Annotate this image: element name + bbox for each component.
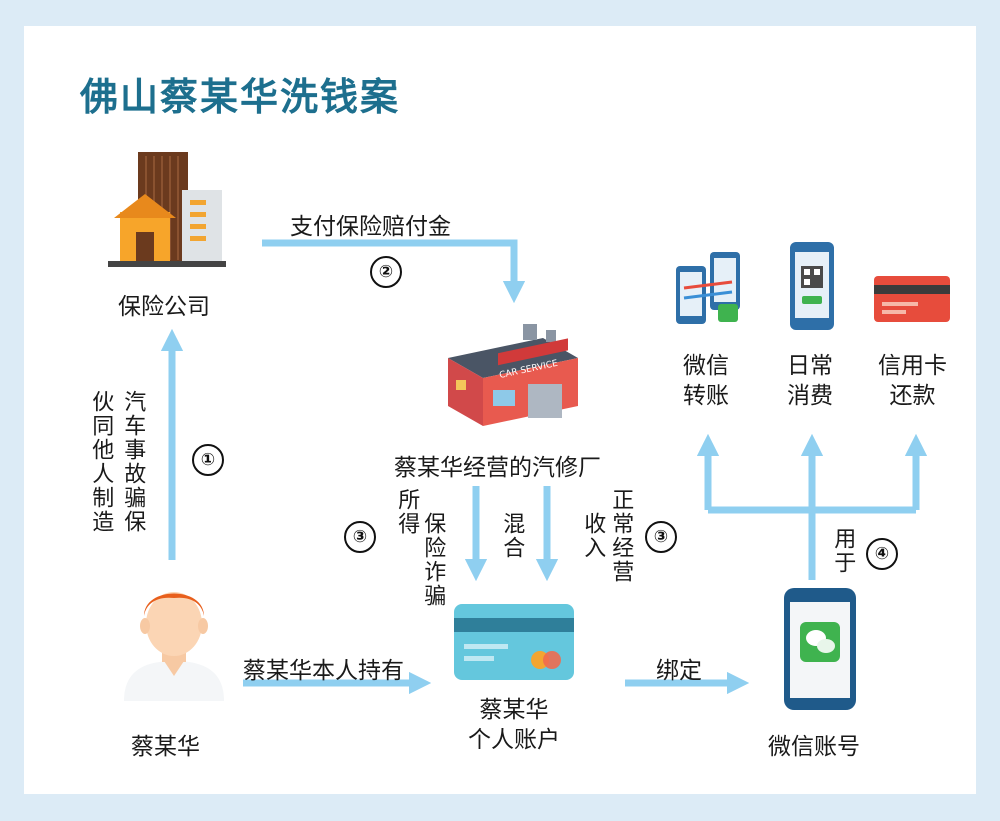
arrow-insurance-garage bbox=[262, 239, 526, 304]
car-service-garage-icon: CAR SERVICE bbox=[448, 324, 578, 426]
step-2-marker: ② bbox=[370, 256, 402, 288]
credit-card-icon bbox=[874, 276, 950, 322]
insurance-building-icon bbox=[108, 152, 226, 267]
step-1-marker: ① bbox=[192, 444, 224, 476]
bank-card-icon bbox=[454, 604, 574, 680]
card-label-line2: 还款 bbox=[889, 382, 936, 409]
bind-label: 绑定 bbox=[656, 658, 702, 684]
insurance-fraud-label-col1: 保险诈骗 bbox=[420, 512, 446, 608]
wechat-account-label: 微信账号 bbox=[768, 734, 860, 760]
transfer-label-line2: 转账 bbox=[683, 382, 729, 409]
pay-claim-label: 支付保险赔付金 bbox=[290, 214, 451, 240]
person-avatar-icon bbox=[124, 592, 224, 701]
person-label: 蔡某华 bbox=[131, 734, 200, 760]
wechat-phone-icon bbox=[784, 588, 856, 710]
transfer-label-line1: 微信 bbox=[683, 353, 729, 379]
mixed-label: 混合 bbox=[499, 512, 525, 560]
fraud-label-col1: 汽车事故骗保 bbox=[120, 390, 146, 534]
transfer-label: 微信 转账 bbox=[683, 352, 729, 412]
step-3-right-marker: ③ bbox=[645, 521, 677, 553]
step-4-marker: ④ bbox=[866, 538, 898, 570]
insurance-company-label: 保险公司 bbox=[118, 294, 210, 320]
account-label-line1: 蔡某华 bbox=[479, 697, 549, 723]
diagram-title: 佛山蔡某华洗钱案 bbox=[80, 75, 401, 119]
qr-payment-phone-icon bbox=[790, 242, 834, 330]
fraud-label-col2: 伙同他人制造 bbox=[88, 390, 114, 534]
garage-label: 蔡某华经营的汽修厂 bbox=[394, 455, 601, 481]
held-by-label: 蔡某华本人持有 bbox=[243, 658, 404, 684]
insurance-fraud-label-col2: 所得 bbox=[394, 488, 420, 536]
credit-card-repay-label: 信用卡 还款 bbox=[878, 352, 947, 412]
phone-transfer-icon bbox=[676, 252, 740, 324]
daily-label-line1: 日常 bbox=[787, 353, 833, 379]
normal-income-label-col1: 正常经营 bbox=[608, 488, 634, 584]
account-label: 蔡某华 个人账户 bbox=[468, 696, 560, 756]
daily-consumption-label: 日常 消费 bbox=[787, 352, 833, 412]
daily-label-line2: 消费 bbox=[787, 382, 833, 409]
card-label-line1: 信用卡 bbox=[878, 353, 947, 379]
normal-income-label-col2: 收入 bbox=[580, 512, 606, 560]
account-label-line2: 个人账户 bbox=[468, 726, 560, 753]
used-for-label: 用于 bbox=[830, 527, 856, 575]
step-3-left-marker: ③ bbox=[344, 521, 376, 553]
